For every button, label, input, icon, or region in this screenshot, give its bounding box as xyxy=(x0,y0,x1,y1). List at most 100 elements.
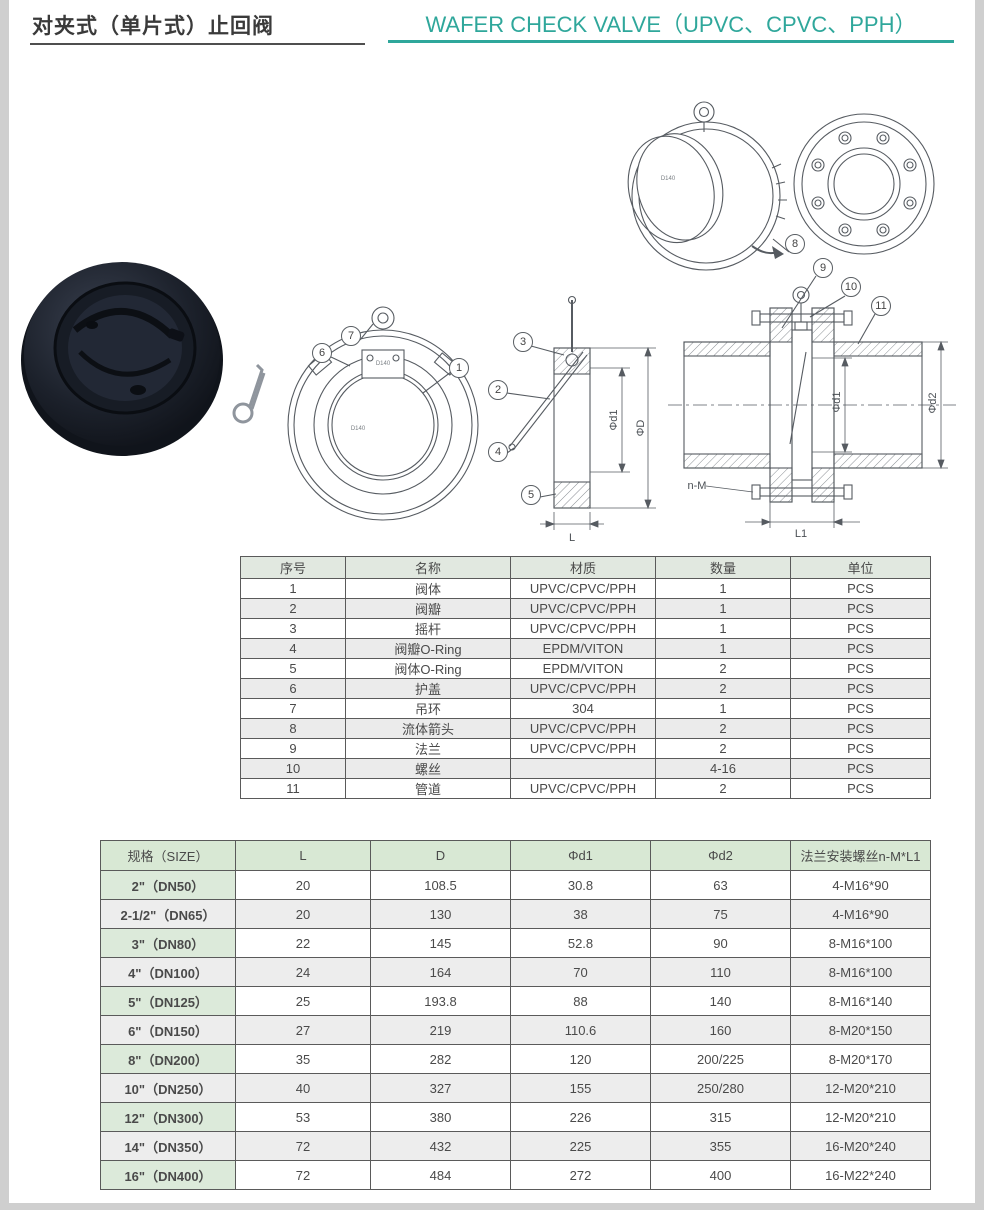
table-cell: EPDM/VITON xyxy=(510,638,656,659)
product-photo xyxy=(21,262,223,456)
disc-mark-exploded-disc: D140 xyxy=(660,176,676,182)
table-cell: 130 xyxy=(370,899,511,929)
table-cell: 8-M16*140 xyxy=(790,986,931,1016)
table-cell: 2 xyxy=(655,738,791,759)
table-cell: 7 xyxy=(240,698,346,719)
side-section-dimensions xyxy=(540,346,656,530)
table-cell: 4 xyxy=(240,638,346,659)
table-cell: 8"（DN200） xyxy=(100,1044,236,1074)
table-cell: 155 xyxy=(510,1073,651,1103)
table-cell: 4-M16*90 xyxy=(790,870,931,900)
table-header-cell: 法兰安装螺丝n-M*L1 xyxy=(790,840,931,871)
dim-label-phi-d1-install: Φd1 xyxy=(831,391,843,413)
table-cell: 阀体O-Ring xyxy=(345,658,511,679)
table-cell: 1 xyxy=(240,578,346,599)
table-cell: 阀瓣 xyxy=(345,598,511,619)
table-cell: 1 xyxy=(655,698,791,719)
dim-label-L-side: L xyxy=(568,532,576,544)
table-cell: 8-M16*100 xyxy=(790,928,931,958)
table-cell: 护盖 xyxy=(345,678,511,699)
table-cell: 432 xyxy=(370,1131,511,1161)
table-cell: 200/225 xyxy=(650,1044,791,1074)
table-cell: EPDM/VITON xyxy=(510,658,656,679)
table-cell: 8-M16*100 xyxy=(790,957,931,987)
table-cell: PCS xyxy=(790,758,931,779)
table-cell: 88 xyxy=(510,986,651,1016)
table-cell: 8-M20*170 xyxy=(790,1044,931,1074)
table-cell: 22 xyxy=(235,928,371,958)
table-cell: 250/280 xyxy=(650,1073,791,1103)
table-cell: 226 xyxy=(510,1102,651,1132)
table-cell: 6"（DN150） xyxy=(100,1015,236,1045)
table-header-cell: L xyxy=(235,840,371,871)
table-cell: 法兰 xyxy=(345,738,511,759)
callout-3: 3 xyxy=(513,332,533,352)
side-section-drawing xyxy=(506,295,591,509)
table-cell: 5 xyxy=(240,658,346,679)
table-cell: 164 xyxy=(370,957,511,987)
table-cell: 90 xyxy=(650,928,791,958)
table-cell: 1 xyxy=(655,618,791,639)
table-cell: 20 xyxy=(235,899,371,929)
table-cell: 272 xyxy=(510,1160,651,1190)
table-cell: 4"（DN100） xyxy=(100,957,236,987)
table-cell: 72 xyxy=(235,1131,371,1161)
table-cell: 193.8 xyxy=(370,986,511,1016)
table-cell: PCS xyxy=(790,578,931,599)
table-cell: 400 xyxy=(650,1160,791,1190)
table-cell: 52.8 xyxy=(510,928,651,958)
table-cell: PCS xyxy=(790,638,931,659)
exploded-view-drawing xyxy=(627,101,935,271)
callout-11: 11 xyxy=(871,296,891,316)
table-cell: 108.5 xyxy=(370,870,511,900)
table-header-cell: 单位 xyxy=(790,556,931,579)
page-border-right xyxy=(975,0,984,1210)
table-cell: 2 xyxy=(655,658,791,679)
table-cell: 4-16 xyxy=(655,758,791,779)
table-cell: 2 xyxy=(655,778,791,799)
disc-mark-front-disc: D140 xyxy=(350,426,366,432)
table-cell: 管道 xyxy=(345,778,511,799)
table-cell: PCS xyxy=(790,658,931,679)
pin-photo xyxy=(232,363,266,424)
table-cell: PCS xyxy=(790,738,931,759)
table-cell: 120 xyxy=(510,1044,651,1074)
table-cell: 流体箭头 xyxy=(345,718,511,739)
table-cell: 12"（DN300） xyxy=(100,1102,236,1132)
table-cell: PCS xyxy=(790,778,931,799)
page-border-left xyxy=(0,0,9,1210)
table-cell: 3 xyxy=(240,618,346,639)
table-header-cell: 规格（SIZE） xyxy=(100,840,236,871)
table-cell: 27 xyxy=(235,1015,371,1045)
page-title-english: WAFER CHECK VALVE（UPVC、CPVC、PPH） xyxy=(425,12,917,37)
table-cell: PCS xyxy=(790,598,931,619)
dim-label-phi-d2-install: Φd2 xyxy=(927,392,939,414)
table-cell: 16"（DN400） xyxy=(100,1160,236,1190)
table-cell: 吊环 xyxy=(345,698,511,719)
callout-7: 7 xyxy=(341,326,361,346)
table-cell: 阀体 xyxy=(345,578,511,599)
table-cell: 355 xyxy=(650,1131,791,1161)
table-cell: 35 xyxy=(235,1044,371,1074)
table-cell: PCS xyxy=(790,718,931,739)
disc-mark-front-plate: D140 xyxy=(375,361,391,367)
callout-10: 10 xyxy=(841,277,861,297)
page-title-chinese: 对夹式（单片式）止回阀 xyxy=(32,15,274,38)
callout-4: 4 xyxy=(488,442,508,462)
table-cell: 2"（DN50） xyxy=(100,870,236,900)
table-cell: 110 xyxy=(650,957,791,987)
